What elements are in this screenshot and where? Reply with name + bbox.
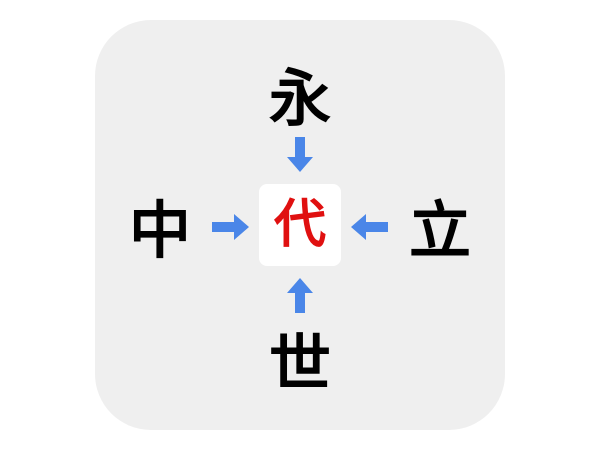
arrow-up-icon (287, 278, 313, 313)
kanji-left: 中 (128, 194, 191, 267)
kanji-bottom: 世 (268, 327, 331, 400)
kanji-top: 永 (268, 62, 331, 135)
arrow-left-icon (351, 214, 388, 240)
arrow-down-icon (287, 137, 313, 172)
answer-kanji: 代 (273, 195, 326, 255)
answer-box (259, 184, 341, 266)
arrow-right-icon (212, 214, 249, 240)
kanji-right: 立 (408, 194, 471, 267)
